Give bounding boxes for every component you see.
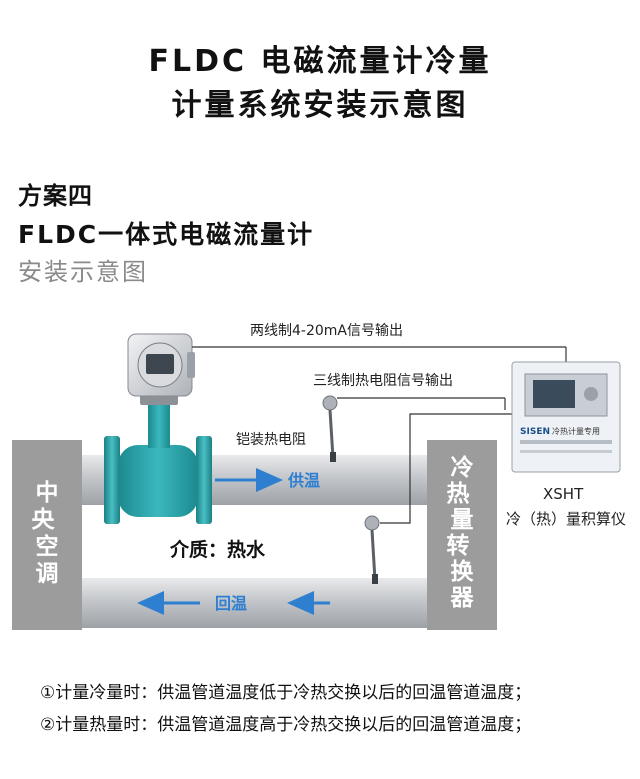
- three-wire-signal-label: 三线制热电阻信号输出: [313, 373, 453, 389]
- return-sensor-wire: [380, 413, 512, 524]
- heat-converter-label: 冷热 量转 换器: [446, 454, 477, 611]
- meter-side-cap: [187, 352, 195, 378]
- return-sensor-head: [364, 515, 380, 531]
- meter-flange-right: [196, 436, 212, 524]
- heat-totalizer-instrument: SISEN 冷热计量专用: [511, 361, 621, 473]
- return-label: 回温: [215, 594, 247, 613]
- return-pipe: [82, 578, 427, 628]
- return-sensor-tip: [372, 574, 378, 584]
- instrument-label-strip-2: [520, 450, 612, 453]
- note-heating: ②计量热量时：供温管道温度高于冷热交换以后的回温管道温度；: [40, 715, 532, 735]
- scheme-product: FLDC一体式电磁流量计: [18, 220, 315, 249]
- meter-body: [118, 445, 198, 517]
- supply-sensor-tip: [330, 452, 336, 462]
- instrument-brand: SISEN: [520, 427, 550, 437]
- note-cooling: ①计量冷量时：供温管道温度低于冷热交换以后的回温管道温度；: [40, 683, 532, 703]
- page-title-line1: FLDC 电磁流量计冷量: [148, 44, 492, 79]
- instrument-screen: [533, 380, 575, 408]
- return-sensor-rod: [370, 529, 377, 581]
- supply-temperature-sensor: [322, 395, 338, 462]
- instrument-model: XSHT: [543, 485, 584, 503]
- supply-sensor-rod: [328, 409, 335, 459]
- instrument-panel-text: 冷热计量专用: [552, 426, 600, 436]
- meter-neck: [148, 400, 170, 448]
- meter-flange-left: [104, 436, 120, 524]
- medium-label: 介质：热水: [169, 538, 266, 561]
- heat-converter-box: [427, 440, 497, 630]
- scheme-subtitle: 安装示意图: [18, 258, 148, 286]
- instrument-knob: [584, 387, 598, 401]
- meter-neck-collar: [140, 395, 178, 405]
- meter-display: [146, 354, 174, 374]
- instrument-label-strip: [520, 440, 612, 444]
- supply-label: 供温: [287, 471, 320, 490]
- sensor-label: 铠装热电阻: [236, 432, 306, 448]
- scheme-number: 方案四: [18, 182, 93, 210]
- flow-meter: [104, 333, 212, 524]
- return-temperature-sensor: [364, 515, 380, 584]
- supply-sensor-head: [322, 395, 338, 411]
- central-ac-box: [12, 440, 82, 630]
- page-title-line2: 计量系统安装示意图: [171, 88, 469, 123]
- instrument-name: 冷（热）量积算仪: [506, 510, 626, 528]
- two-wire-signal-label: 两线制4-20mA信号输出: [250, 323, 403, 339]
- central-ac-label: 中央 空调: [31, 480, 62, 587]
